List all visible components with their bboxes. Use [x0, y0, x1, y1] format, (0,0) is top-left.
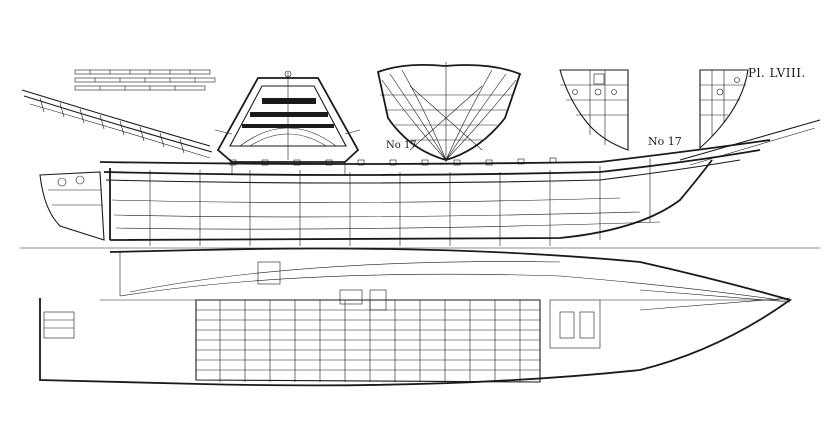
scale-bar-icon — [74, 69, 216, 91]
stern-elevation-icon — [214, 70, 361, 175]
deck-plan-icon — [39, 247, 793, 387]
section-number-label: No 17 — [386, 140, 417, 151]
body-plan-icon — [376, 62, 522, 162]
side-number-label: No 17 — [648, 135, 682, 148]
stern-detail-icon — [559, 69, 749, 151]
hull-side-elevation-icon — [20, 89, 821, 249]
plate-label: Pl. LVIII. — [748, 66, 806, 80]
